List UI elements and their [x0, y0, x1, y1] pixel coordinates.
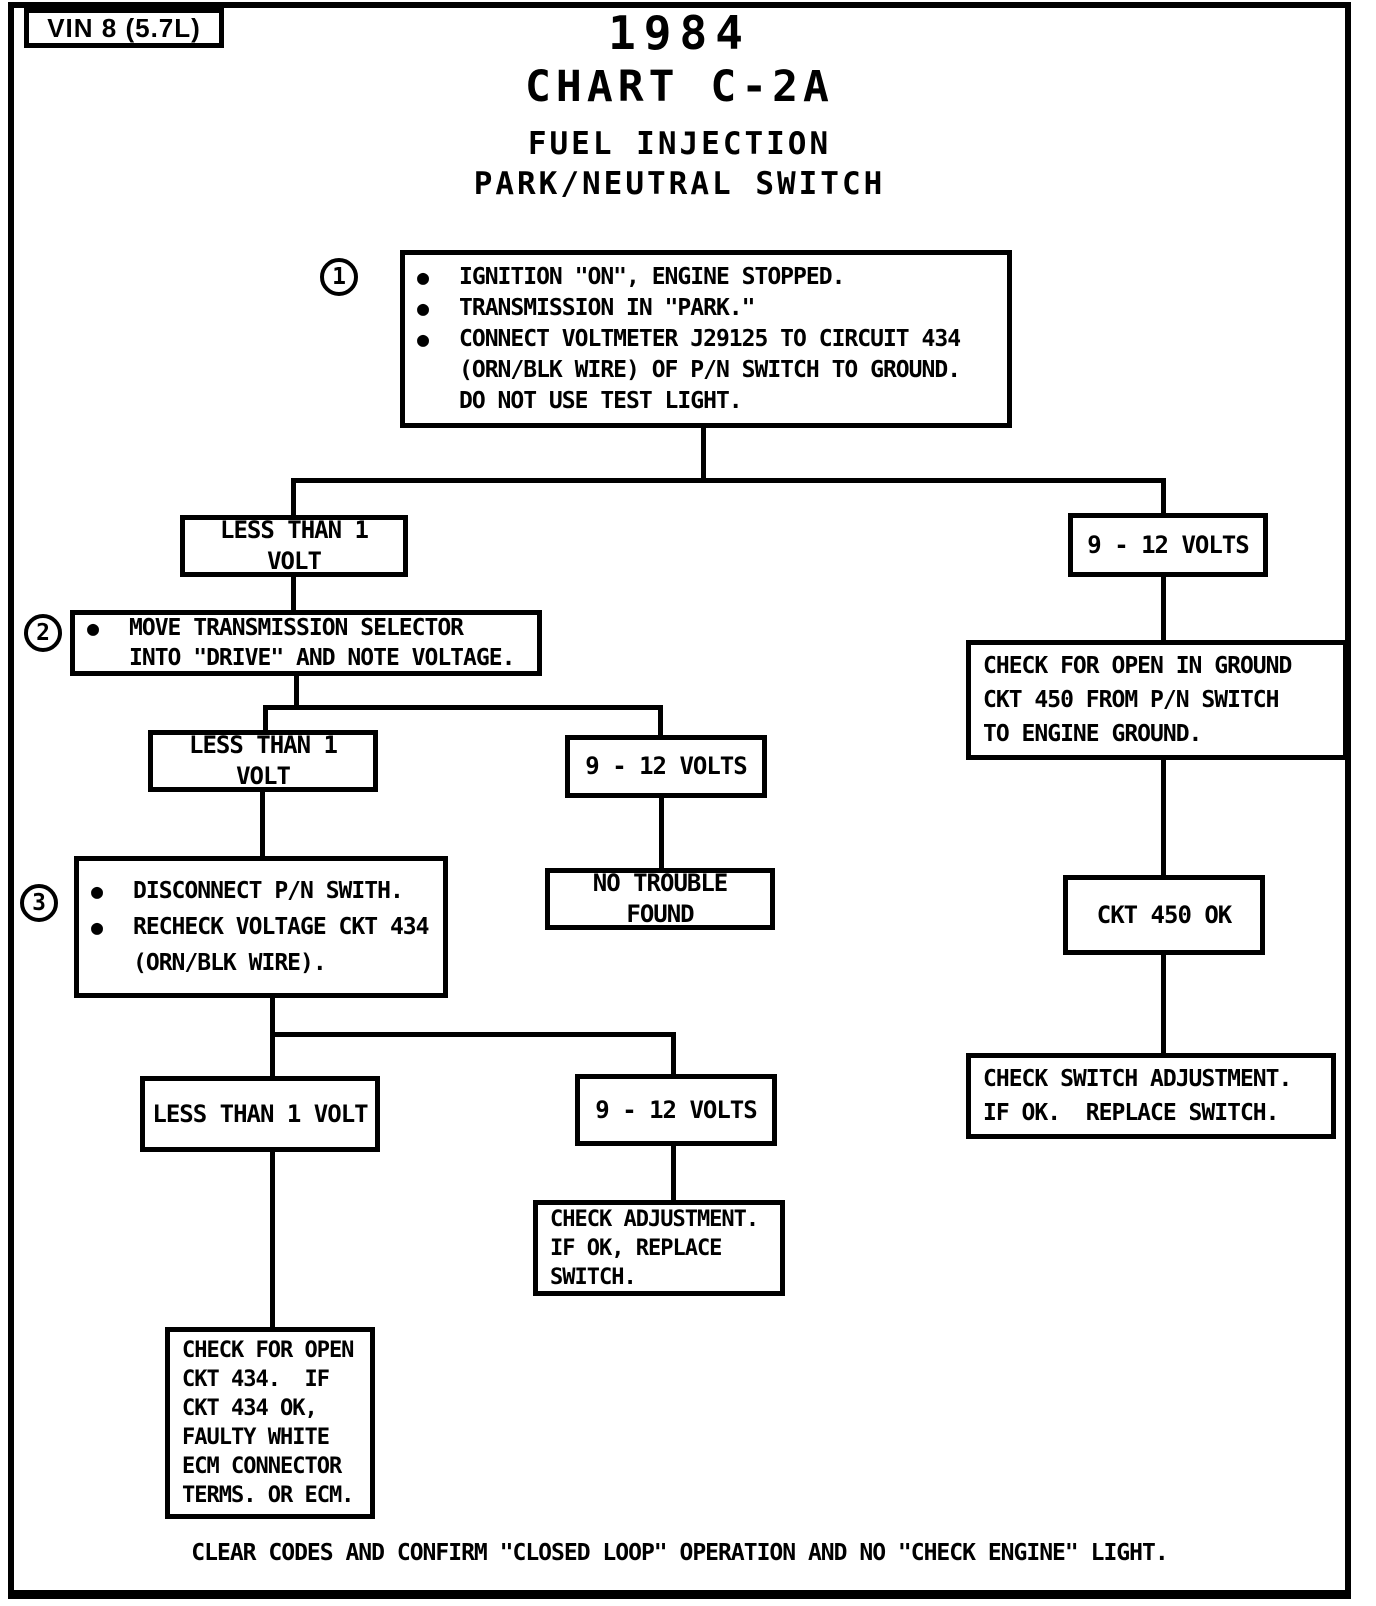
node-line: FAULTY WHITE: [182, 1423, 362, 1452]
node-line-text: RECHECK VOLTAGE CKT 434: [133, 914, 429, 940]
connector-line: [1161, 577, 1166, 640]
node-line-text: (ORN/BLK WIRE) OF P/N SWITCH TO GROUND.: [459, 356, 961, 383]
node-branch1-less-than-1-volt: LESS THAN 1 VOLT: [180, 515, 408, 577]
node-no-trouble-found: NO TROUBLE FOUND: [545, 868, 775, 930]
node-line-text: ECM CONNECTOR: [182, 1454, 342, 1479]
node-line: SWITCH.: [550, 1263, 772, 1292]
connector-line: [671, 1146, 676, 1200]
node-check-open-ckt434: CHECK FOR OPEN CKT 434. IF CKT 434 OK, F…: [165, 1327, 375, 1519]
node-line: IF OK. REPLACE SWITCH.: [983, 1096, 1323, 1130]
node-line: CKT 450 FROM P/N SWITCH: [983, 683, 1335, 717]
node-line-text: IGNITION "ON", ENGINE STOPPED.: [459, 263, 845, 290]
node-line-text: TERMS. OR ECM.: [182, 1483, 354, 1508]
node-line: CHECK FOR OPEN: [182, 1336, 362, 1365]
bullet-icon: ●: [417, 264, 429, 289]
step-marker-2: 2: [24, 614, 62, 652]
title-year: 1984: [608, 6, 751, 60]
node-line: ● CONNECT VOLTMETER J29125 TO CIRCUIT 434: [417, 324, 999, 355]
node-line-text: CKT 450 FROM P/N SWITCH: [983, 687, 1279, 713]
node-line: CKT 434 OK,: [182, 1394, 362, 1423]
node-line: (ORN/BLK WIRE) OF P/N SWITCH TO GROUND.: [417, 355, 999, 386]
node-line-text: TO ENGINE GROUND.: [983, 721, 1202, 747]
node-line: TERMS. OR ECM.: [182, 1481, 362, 1510]
node-step1: ● IGNITION "ON", ENGINE STOPPED. ● TRANSMI…: [400, 250, 1012, 428]
vin-badge: VIN 8 (5.7L): [24, 8, 224, 48]
connector-line: [270, 1032, 275, 1076]
node-line-text: SWITCH.: [550, 1264, 637, 1290]
node-line-text: IF OK. REPLACE SWITCH.: [983, 1100, 1279, 1126]
connector-line: [293, 478, 1165, 483]
connector-line: [294, 676, 299, 705]
node-branch3-less-than-1-volt: LESS THAN 1 VOLT: [140, 1076, 380, 1152]
node-branch2-9-12-volts: 9 - 12 VOLTS: [565, 735, 767, 798]
node-line: TO ENGINE GROUND.: [983, 717, 1335, 751]
node-line: ● TRANSMISSION IN "PARK.": [417, 293, 999, 324]
node-line: INTO "DRIVE" AND NOTE VOLTAGE.: [87, 643, 529, 673]
node-check-ground-ckt450: CHECK FOR OPEN IN GROUND CKT 450 FROM P/…: [966, 640, 1348, 760]
connector-line: [260, 792, 265, 856]
node-line: IF OK, REPLACE: [550, 1234, 772, 1263]
node-line: ● DISCONNECT P/N SWITH.: [91, 873, 435, 909]
connector-line: [270, 1032, 676, 1037]
connector-line: [263, 705, 268, 730]
node-line-text: MOVE TRANSMISSION SELECTOR: [129, 615, 464, 641]
node-line-text: DO NOT USE TEST LIGHT.: [459, 387, 743, 414]
node-line: ● MOVE TRANSMISSION SELECTOR: [87, 613, 529, 643]
connector-line: [291, 478, 296, 515]
connector-line: [270, 1152, 275, 1327]
node-line-text: CHECK FOR OPEN IN GROUND: [983, 653, 1292, 679]
node-line: CHECK FOR OPEN IN GROUND: [983, 649, 1335, 683]
node-branch3-9-12-volts: 9 - 12 VOLTS: [575, 1074, 777, 1146]
connector-line: [658, 705, 663, 735]
bullet-icon: ●: [417, 295, 429, 320]
node-check-switch-adjustment: CHECK SWITCH ADJUSTMENT. IF OK. REPLACE …: [966, 1053, 1336, 1139]
node-branch1-9-12-volts: 9 - 12 VOLTS: [1068, 513, 1268, 577]
node-line-text: FAULTY WHITE: [182, 1425, 330, 1450]
connector-line: [270, 998, 275, 1032]
node-line: (ORN/BLK WIRE).: [91, 945, 435, 981]
connector-line: [659, 798, 664, 868]
connector-line: [291, 577, 296, 610]
bullet-icon: ●: [91, 879, 103, 903]
node-line: CHECK SWITCH ADJUSTMENT.: [983, 1062, 1323, 1096]
node-step3: ● DISCONNECT P/N SWITH. ● RECHECK VOLTAGE …: [74, 856, 448, 998]
connector-line: [1161, 760, 1166, 875]
step-marker-3: 3: [20, 884, 58, 922]
connector-line: [1161, 478, 1166, 513]
node-branch2-less-than-1-volt: LESS THAN 1 VOLT: [148, 730, 378, 792]
bullet-icon: ●: [87, 616, 99, 640]
node-check-adjustment: CHECK ADJUSTMENT. IF OK, REPLACE SWITCH.: [533, 1200, 785, 1296]
node-line-text: DISCONNECT P/N SWITH.: [133, 878, 404, 904]
node-line: CKT 434. IF: [182, 1365, 362, 1394]
node-line-text: (ORN/BLK WIRE).: [133, 950, 327, 976]
node-line-text: INTO "DRIVE" AND NOTE VOLTAGE.: [129, 645, 515, 671]
node-line: ● RECHECK VOLTAGE CKT 434: [91, 909, 435, 945]
connector-line: [671, 1032, 676, 1074]
bullet-icon: ●: [91, 915, 103, 939]
node-ckt450-ok: CKT 450 OK: [1063, 875, 1265, 955]
node-line: ECM CONNECTOR: [182, 1452, 362, 1481]
node-line: CHECK ADJUSTMENT.: [550, 1205, 772, 1234]
node-step2: ● MOVE TRANSMISSION SELECTOR INTO "DRIVE"…: [70, 610, 542, 676]
bullet-icon: ●: [417, 326, 429, 351]
step-marker-1: 1: [320, 258, 358, 296]
title-subtitle-fuel-injection: FUEL INJECTION: [527, 126, 832, 162]
node-line-text: CHECK ADJUSTMENT.: [550, 1206, 759, 1232]
page-border: [8, 2, 1351, 1599]
connector-line: [1161, 955, 1166, 1053]
footer-instruction: CLEAR CODES AND CONFIRM "CLOSED LOOP" OP…: [191, 1540, 1168, 1566]
node-line-text: TRANSMISSION IN "PARK.": [459, 294, 755, 321]
connector-line: [701, 428, 706, 478]
node-line-text: CHECK SWITCH ADJUSTMENT.: [983, 1066, 1292, 1092]
title-subtitle-park-neutral: PARK/NEUTRAL SWITCH: [473, 166, 886, 202]
connector-line: [263, 705, 663, 710]
node-line-text: CKT 434 OK,: [182, 1396, 318, 1421]
node-line-text: CHECK FOR OPEN: [182, 1338, 354, 1363]
node-line-text: CKT 434. IF: [182, 1367, 330, 1392]
node-line-text: IF OK, REPLACE: [550, 1235, 722, 1261]
node-line: DO NOT USE TEST LIGHT.: [417, 386, 999, 417]
title-chart: CHART C-2A: [525, 62, 834, 112]
node-line-text: CONNECT VOLTMETER J29125 TO CIRCUIT 434: [459, 325, 961, 352]
node-line: ● IGNITION "ON", ENGINE STOPPED.: [417, 262, 999, 293]
